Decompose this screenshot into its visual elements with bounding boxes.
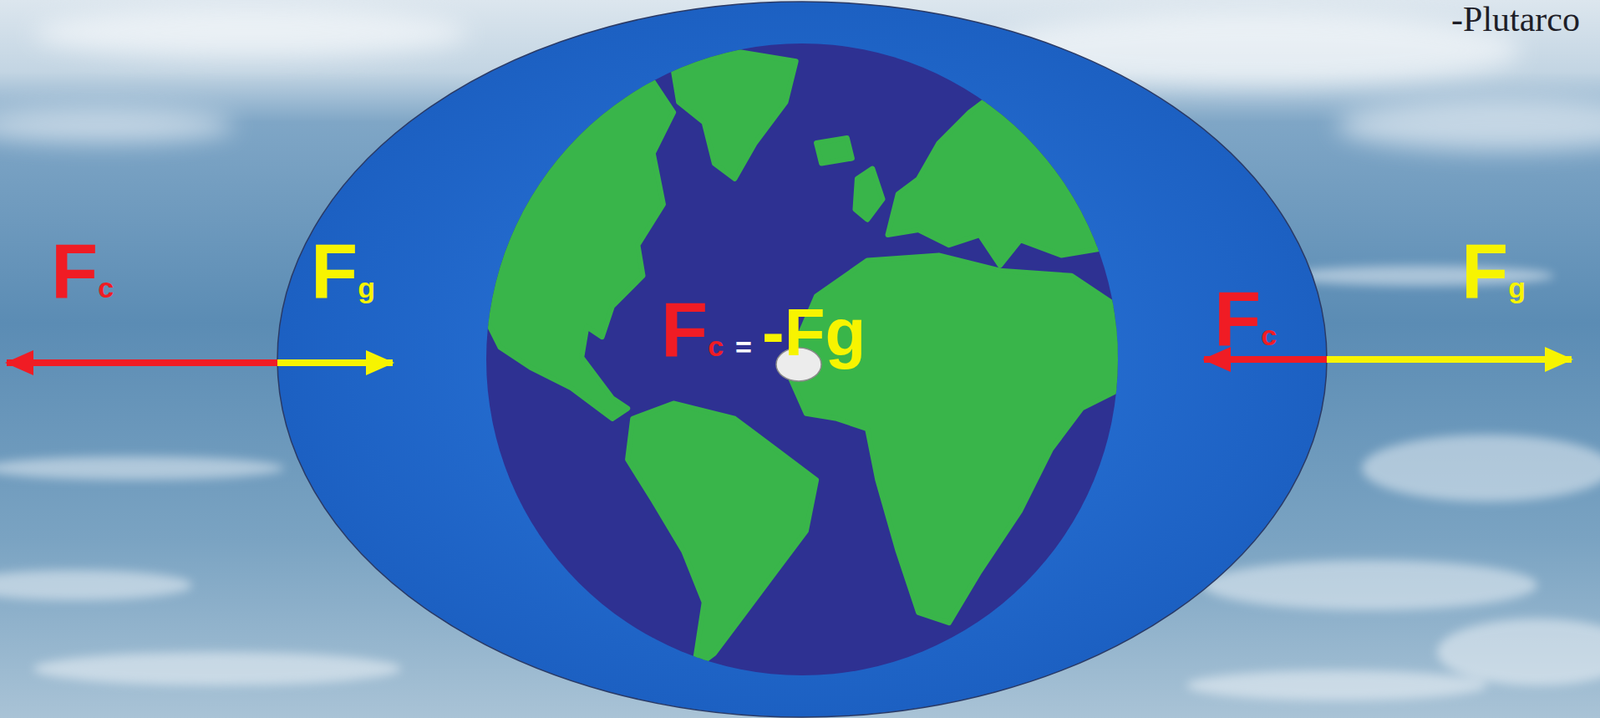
force-symbol: -Fg — [761, 294, 866, 371]
force-symbol: Fg — [310, 232, 376, 326]
equals-sign: = — [735, 308, 752, 386]
gravity-arrow — [1326, 355, 1572, 363]
force-symbol: Fc — [1213, 279, 1277, 374]
continents — [479, 50, 1123, 669]
centrifugal-arrow — [6, 359, 278, 366]
quote-attribution: -Plutarco — [1451, 0, 1580, 39]
force-symbol: Fc — [50, 232, 114, 326]
force-symbol: Fg — [1461, 232, 1526, 326]
water-bulge — [277, 1, 1327, 717]
force-symbol: Fc — [660, 290, 724, 385]
gravity-arrow — [277, 359, 393, 366]
